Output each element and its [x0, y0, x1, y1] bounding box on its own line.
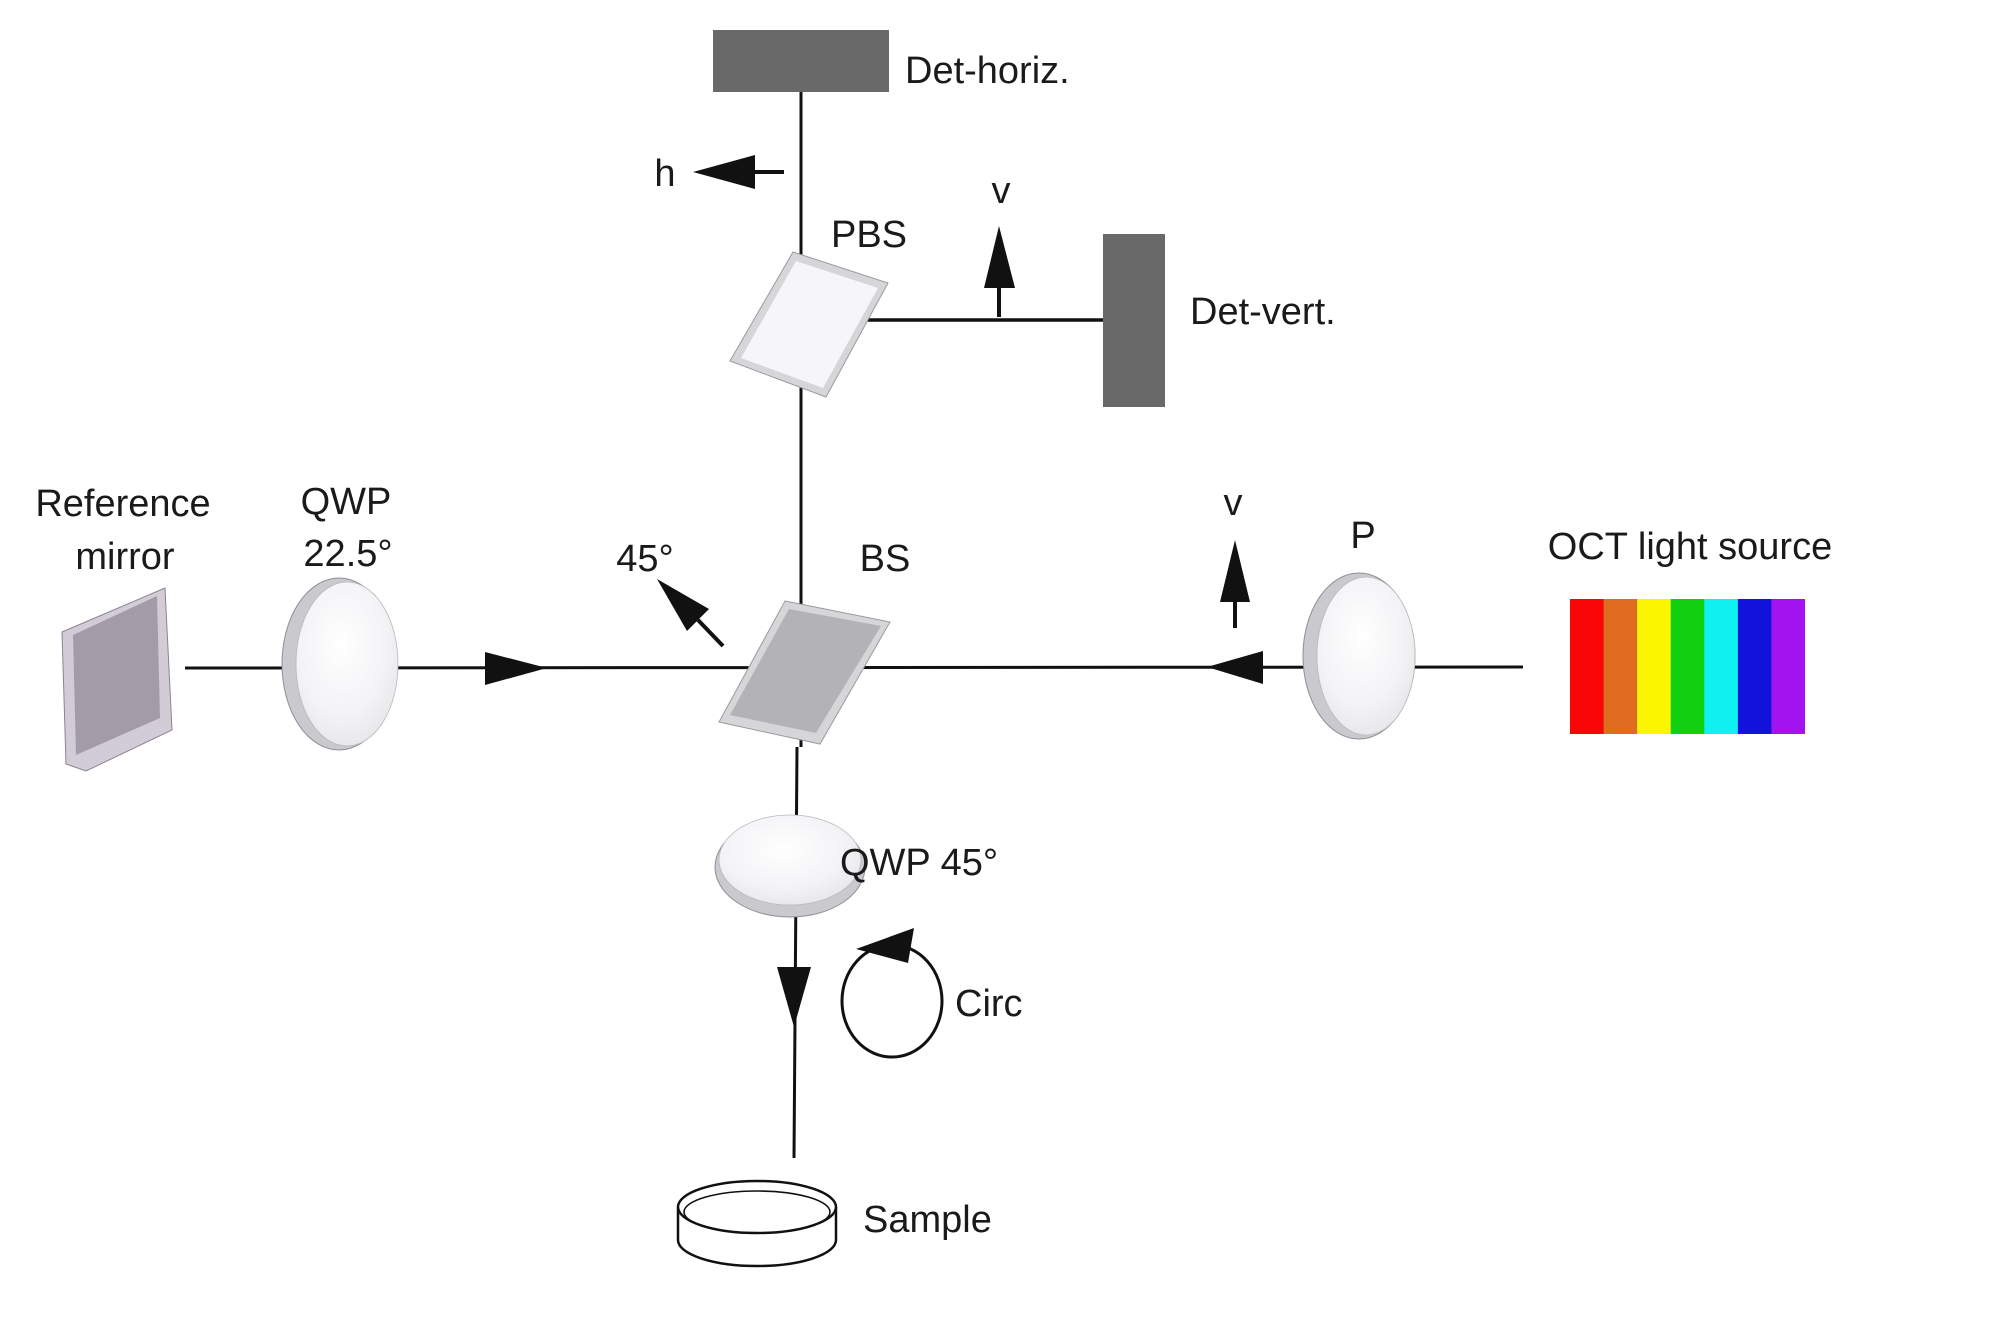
- beam-right-arrow-icon: [485, 652, 547, 685]
- v-top-arrowhead: [984, 226, 1015, 288]
- h-label: h: [654, 153, 675, 195]
- reference-mirror-label-line1: Reference: [35, 483, 210, 525]
- bs-label: BS: [860, 538, 911, 580]
- reference-mirror-slab: [61, 587, 173, 772]
- v-polarization-arrow-source-icon: [1220, 540, 1250, 628]
- qwp-reference-label-line2: 22.5°: [303, 533, 392, 575]
- circular-polarization-icon: [840, 928, 944, 1059]
- v-source-label: v: [1224, 482, 1243, 524]
- angle-45-label: 45°: [616, 538, 673, 580]
- reference-mirror-label-line2: mirror: [75, 536, 175, 578]
- sample-label: Sample: [863, 1199, 992, 1241]
- h-arrowhead: [693, 155, 755, 189]
- beam-left-arrow-icon: [1207, 651, 1263, 684]
- oct-light-source-spectrum: [1570, 599, 1805, 734]
- bs-slab-face: [730, 609, 881, 733]
- bs-slab: [718, 600, 891, 745]
- qwp-reference-label-line1: QWP: [301, 481, 392, 523]
- spectrum-stripe-blue: [1737, 599, 1772, 734]
- h-polarization-arrow-icon: [693, 155, 784, 189]
- beam-vertical-lower-line: [792, 746, 799, 1159]
- pbs-label: PBS: [831, 214, 907, 256]
- spectrum-stripe-orange: [1603, 599, 1638, 734]
- spectrum-stripe-yellow: [1637, 599, 1672, 734]
- qwp-reference-lens: [281, 577, 399, 751]
- det-horiz-label: Det-horiz.: [905, 50, 1070, 92]
- circ-circle: [840, 943, 944, 1059]
- sample-dish: [676, 1179, 838, 1268]
- angle-45-arrowhead: [657, 579, 709, 631]
- spectrum-stripe-green: [1670, 599, 1705, 734]
- circ-label: Circ: [955, 983, 1023, 1025]
- qwp-sample-lens: [714, 814, 866, 918]
- qwp-reference-lens-face: [295, 581, 399, 747]
- polarizer-lens: [1302, 572, 1416, 740]
- det-vert-detector: [1103, 234, 1165, 407]
- reference-mirror-face: [73, 596, 160, 755]
- beam-down-arrow-icon: [777, 967, 811, 1027]
- spectrum-stripe-violet: [1771, 599, 1805, 734]
- polarizer-lens-face: [1316, 576, 1416, 736]
- det-horiz-detector: [713, 30, 889, 92]
- qwp-sample-label: QWP 45°: [840, 842, 998, 884]
- pbs-slab-face: [741, 261, 878, 388]
- circ-arrowhead: [856, 928, 914, 963]
- diagonal-45-polarization-arrow-icon: [657, 579, 725, 648]
- v-polarization-arrow-top-icon: [984, 226, 1015, 317]
- oct-light-source-label: OCT light source: [1548, 526, 1832, 568]
- polarizer-label: P: [1350, 515, 1375, 557]
- v-source-arrowhead: [1220, 540, 1250, 602]
- spectrum-stripe-red: [1570, 599, 1604, 734]
- pbs-slab: [729, 251, 889, 398]
- sample-dish-inner-rim: [683, 1190, 831, 1234]
- v-top-label: v: [992, 170, 1011, 212]
- qwp-sample-lens-face: [718, 814, 862, 906]
- spectrum-stripe-cyan: [1704, 599, 1739, 734]
- angle-45-arrow-tail: [696, 618, 725, 648]
- det-vert-label: Det-vert.: [1190, 291, 1336, 333]
